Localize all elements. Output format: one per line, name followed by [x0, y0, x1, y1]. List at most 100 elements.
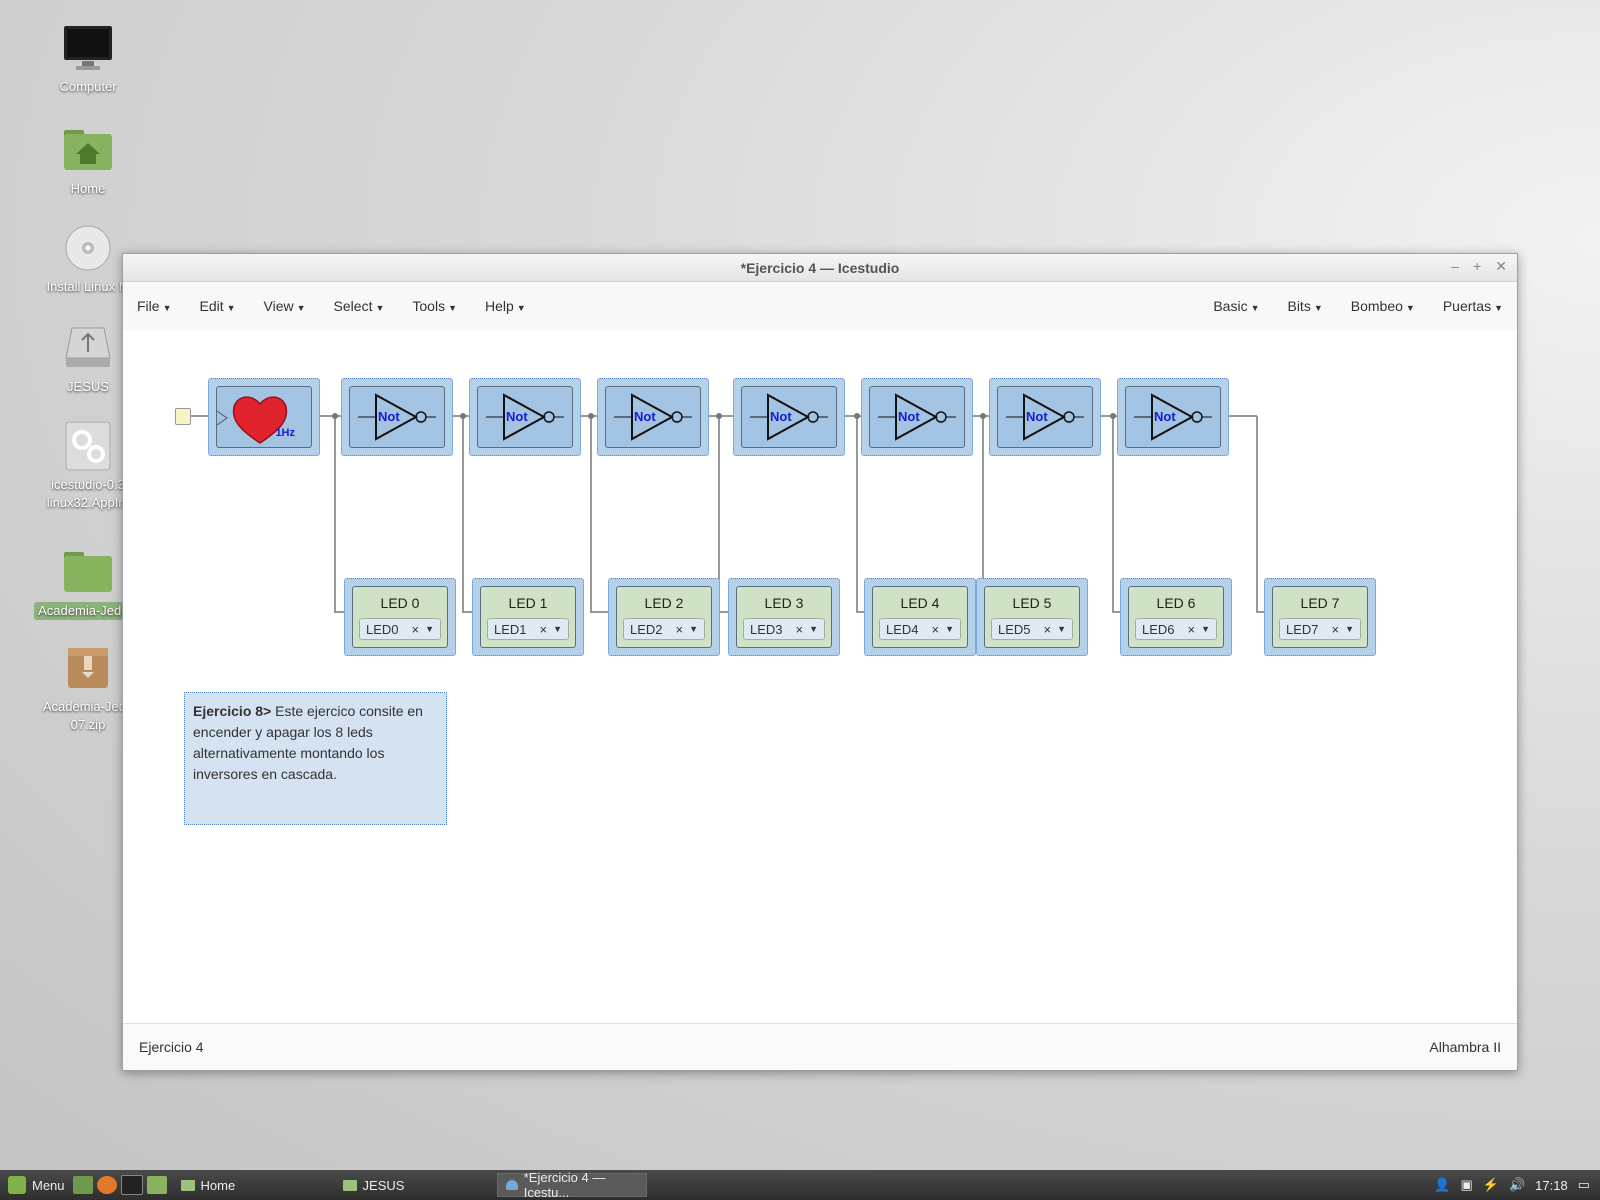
- system-tray: 👤 ▣ ⚡ 🔊 17:18 ▭: [1434, 1177, 1600, 1193]
- led-block-2[interactable]: LED 2 LED2×▼: [608, 578, 720, 656]
- caret-down-icon: ▼: [448, 303, 457, 313]
- board-name[interactable]: Alhambra II: [1429, 1039, 1501, 1055]
- clock-input-port[interactable]: [175, 408, 191, 425]
- desktop-icon-label: Academia-Jedi-H: [34, 602, 142, 620]
- desktop-icon-icestudio-appimage[interactable]: icestudio-0.3 linux32.AppIm: [18, 420, 158, 512]
- led-name: LED 4: [900, 595, 940, 611]
- heart-icon: [232, 396, 288, 444]
- desktop-icon-academia-folder[interactable]: Academia-Jedi-H: [18, 546, 158, 625]
- minimize-icon[interactable]: –: [1451, 258, 1460, 274]
- taskbar-task-home[interactable]: Home: [173, 1173, 323, 1197]
- desktop-icon-label-line2: linux32.AppIm: [46, 495, 130, 510]
- network-icon[interactable]: ⚡: [1482, 1177, 1499, 1192]
- led-block-4[interactable]: LED 4 LED4×▼: [864, 578, 976, 656]
- led-name: LED 2: [644, 595, 684, 611]
- not-gate-2[interactable]: Not: [469, 378, 581, 456]
- dropdown-arrow-icon: ▼: [809, 624, 818, 634]
- caret-down-icon: ▼: [1313, 303, 1323, 313]
- caret-down-icon: ▼: [1250, 303, 1260, 313]
- led-name: LED 3: [764, 595, 804, 611]
- menu-view[interactable]: View▼: [263, 298, 306, 314]
- firefox-icon[interactable]: [96, 1176, 117, 1194]
- clear-icon[interactable]: ×: [539, 621, 548, 637]
- desktop-icon-computer[interactable]: Computer: [18, 22, 158, 96]
- show-desktop-tray-icon[interactable]: ▭: [1577, 1177, 1590, 1192]
- taskbar-task-jesus[interactable]: JESUS: [335, 1173, 485, 1197]
- led-block-1[interactable]: LED 1 LED1×▼: [472, 578, 584, 656]
- led-pin-select[interactable]: LED1×▼: [487, 618, 569, 640]
- maximize-icon[interactable]: +: [1473, 258, 1482, 274]
- note-title: Ejercicio 8>: [193, 703, 272, 719]
- led-block-6[interactable]: LED 6 LED6×▼: [1120, 578, 1232, 656]
- usb-drive-icon: [62, 322, 114, 374]
- not-gate-4[interactable]: Not: [733, 378, 845, 456]
- led-name: LED 1: [508, 595, 548, 611]
- desktop-icon-label: icestudio-0.3: [51, 477, 125, 492]
- clear-icon[interactable]: ×: [931, 621, 940, 637]
- project-name: Ejercicio 4: [139, 1039, 204, 1055]
- status-bar: Ejercicio 4 Alhambra II: [123, 1023, 1517, 1070]
- clear-icon[interactable]: ×: [411, 621, 420, 637]
- not-gate-7[interactable]: Not: [1117, 378, 1229, 456]
- caret-down-icon: ▼: [226, 303, 236, 313]
- led-pin-select[interactable]: LED5×▼: [991, 618, 1073, 640]
- dropdown-arrow-icon: ▼: [425, 624, 434, 634]
- clear-icon[interactable]: ×: [1043, 621, 1052, 637]
- led-pin-select[interactable]: LED0×▼: [359, 618, 441, 640]
- desktop-icon-label: JESUS: [67, 379, 109, 394]
- caret-down-icon: ▼: [162, 303, 172, 313]
- start-menu-button[interactable]: Menu: [0, 1176, 73, 1194]
- not-gate-6[interactable]: Not: [989, 378, 1101, 456]
- clear-icon[interactable]: ×: [795, 621, 804, 637]
- desktop-icon-label: Computer: [59, 79, 117, 94]
- show-desktop-icon[interactable]: [72, 1176, 93, 1194]
- volume-icon[interactable]: 🔊: [1508, 1177, 1526, 1192]
- led-block-7[interactable]: LED 7 LED7×▼: [1264, 578, 1376, 656]
- menu-select[interactable]: Select▼: [333, 298, 385, 314]
- led-pin-select[interactable]: LED7×▼: [1279, 618, 1361, 640]
- menu-bits[interactable]: Bits▼: [1287, 298, 1323, 314]
- clipboard-icon[interactable]: ▣: [1460, 1177, 1473, 1192]
- desktop-icon-home[interactable]: Home: [18, 124, 158, 198]
- user-icon[interactable]: 👤: [1434, 1177, 1451, 1192]
- led-pin-select[interactable]: LED6×▼: [1135, 618, 1217, 640]
- desktop-icon-label: Home: [70, 181, 106, 196]
- files-icon[interactable]: [146, 1176, 167, 1194]
- clock[interactable]: 17:18: [1535, 1177, 1568, 1193]
- led-name: LED 5: [1012, 595, 1052, 611]
- led-pin-select[interactable]: LED3×▼: [743, 618, 825, 640]
- menu-bombeo[interactable]: Bombeo▼: [1350, 298, 1415, 314]
- title-bar[interactable]: *Ejercicio 4 — Icestudio – + ✕: [123, 254, 1517, 282]
- clock-block[interactable]: 1Hz: [208, 378, 320, 456]
- clock-frequency-label: 1Hz: [275, 427, 295, 439]
- menu-puertas[interactable]: Puertas▼: [1442, 298, 1503, 314]
- menu-help[interactable]: Help▼: [485, 298, 526, 314]
- caret-down-icon: ▼: [1494, 303, 1503, 313]
- terminal-icon[interactable]: [120, 1175, 143, 1195]
- design-canvas[interactable]: 1Hz Not Not Not Not: [123, 330, 1517, 1023]
- menu-basic[interactable]: Basic▼: [1213, 298, 1260, 314]
- led-pin-select[interactable]: LED2×▼: [623, 618, 705, 640]
- dropdown-arrow-icon: ▼: [1201, 624, 1210, 634]
- taskbar-task-icestudio[interactable]: *Ejercicio 4 — Icestu...: [496, 1170, 647, 1200]
- info-note[interactable]: Ejercicio 8> Este ejercico consite en en…: [184, 692, 447, 825]
- not-gate-1[interactable]: Not: [341, 378, 453, 456]
- clear-icon[interactable]: ×: [675, 621, 684, 637]
- clear-icon[interactable]: ×: [1331, 621, 1340, 637]
- led-block-3[interactable]: LED 3 LED3×▼: [728, 578, 840, 656]
- not-gate-3[interactable]: Not: [597, 378, 709, 456]
- menu-tools[interactable]: Tools▼: [412, 298, 457, 314]
- desktop-icon-academia-zip[interactable]: Academia-Jedi- 07.zip: [18, 642, 158, 734]
- desktop-icon-install[interactable]: Install Linux M: [18, 222, 158, 296]
- desktop-icon-label: Install Linux M: [46, 279, 130, 294]
- clear-icon[interactable]: ×: [1187, 621, 1196, 637]
- not-gate-label: Not: [1154, 409, 1176, 424]
- led-pin-select[interactable]: LED4×▼: [879, 618, 961, 640]
- menu-edit[interactable]: Edit▼: [199, 298, 236, 314]
- led-block-0[interactable]: LED 0 LED0×▼: [344, 578, 456, 656]
- menu-file[interactable]: File▼: [137, 298, 172, 314]
- close-icon[interactable]: ✕: [1495, 258, 1507, 274]
- desktop-icon-jesus[interactable]: JESUS: [18, 322, 158, 396]
- led-block-5[interactable]: LED 5 LED5×▼: [976, 578, 1088, 656]
- not-gate-5[interactable]: Not: [861, 378, 973, 456]
